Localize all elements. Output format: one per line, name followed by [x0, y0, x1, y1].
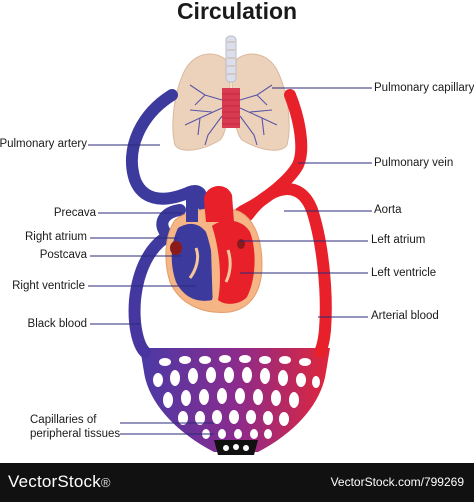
- label-postcava: Postcava: [39, 249, 87, 261]
- label-pulmonary-artery: Pulmonary artery: [0, 138, 87, 150]
- brand-logo: VectorStock®: [8, 472, 111, 492]
- label-capillaries-line2: peripheral tissues: [30, 428, 121, 440]
- diagram-title: Circulation: [176, 0, 298, 24]
- circulation-illustration: [88, 35, 372, 455]
- systemic-vessels: [128, 183, 332, 358]
- label-precava: Precava: [53, 207, 96, 219]
- brand-mark: ®: [100, 475, 111, 490]
- lungs: [172, 35, 290, 151]
- label-left-atrium: Left atrium: [371, 234, 426, 246]
- brand-name: VectorStock: [8, 472, 101, 491]
- label-arterial-blood: Arterial blood: [371, 310, 439, 322]
- label-capillaries-line1: Capillaries of: [30, 414, 97, 426]
- label-right-atrium: Right atrium: [25, 231, 87, 243]
- label-left-ventricle: Left ventricle: [371, 267, 437, 279]
- footer-url: VectorStock.com/799269: [330, 475, 464, 489]
- peripheral-capillaries: [140, 348, 330, 455]
- label-right-ventricle: Right ventricle: [12, 280, 85, 292]
- leader-lines: [88, 87, 372, 435]
- label-pulmonary-capillary: Pulmonary capillary: [374, 82, 474, 94]
- label-black-blood: Black blood: [27, 318, 87, 330]
- label-aorta: Aorta: [374, 204, 402, 216]
- footer-bar: VectorStock® VectorStock.com/799269: [0, 463, 474, 502]
- label-pulmonary-vein: Pulmonary vein: [374, 157, 454, 169]
